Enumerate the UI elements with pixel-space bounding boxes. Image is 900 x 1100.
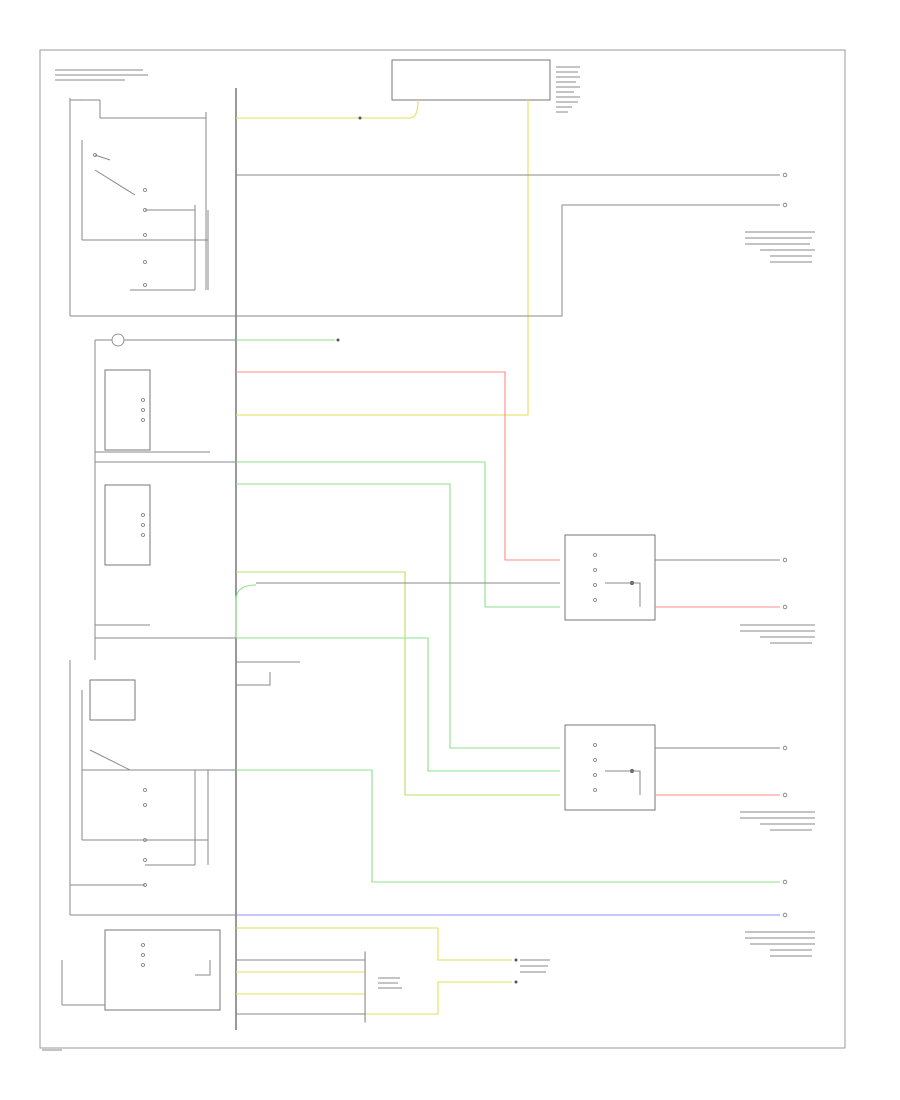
right-mirror-motor [564,724,780,811]
power-seat-switch [62,929,221,1011]
right-connectors [740,172,815,957]
header-connector [391,59,580,113]
wire-grey-205 [236,204,780,317]
title-block [55,69,148,81]
power-control-box [364,951,402,1023]
trunk-lines [61,88,237,1030]
diagram-border [39,49,846,1049]
wire-green-638 [236,637,560,772]
wire-yellow-bottom-return [236,981,512,1015]
wire-yellow-vertical [236,100,529,416]
bottom-right-part [514,958,550,984]
seat-memory-switch-bottom [70,679,236,887]
wire-green-770 [236,769,780,883]
wire-lime-570 [236,571,560,796]
wire-yellow-header [236,99,419,119]
wire-green-loop [235,584,257,638]
wire-red [236,371,560,561]
right-mirror-switch [95,484,236,639]
mid-small-connector [236,661,300,686]
left-mirror-switch [95,333,236,463]
wire-green-462 [236,461,560,608]
wire-yellow-bottom [236,927,512,961]
wire-green-484 [236,483,560,749]
seat-memory-switch-top [70,99,208,291]
left-mirror-motor [564,534,780,621]
wires [235,99,780,1015]
